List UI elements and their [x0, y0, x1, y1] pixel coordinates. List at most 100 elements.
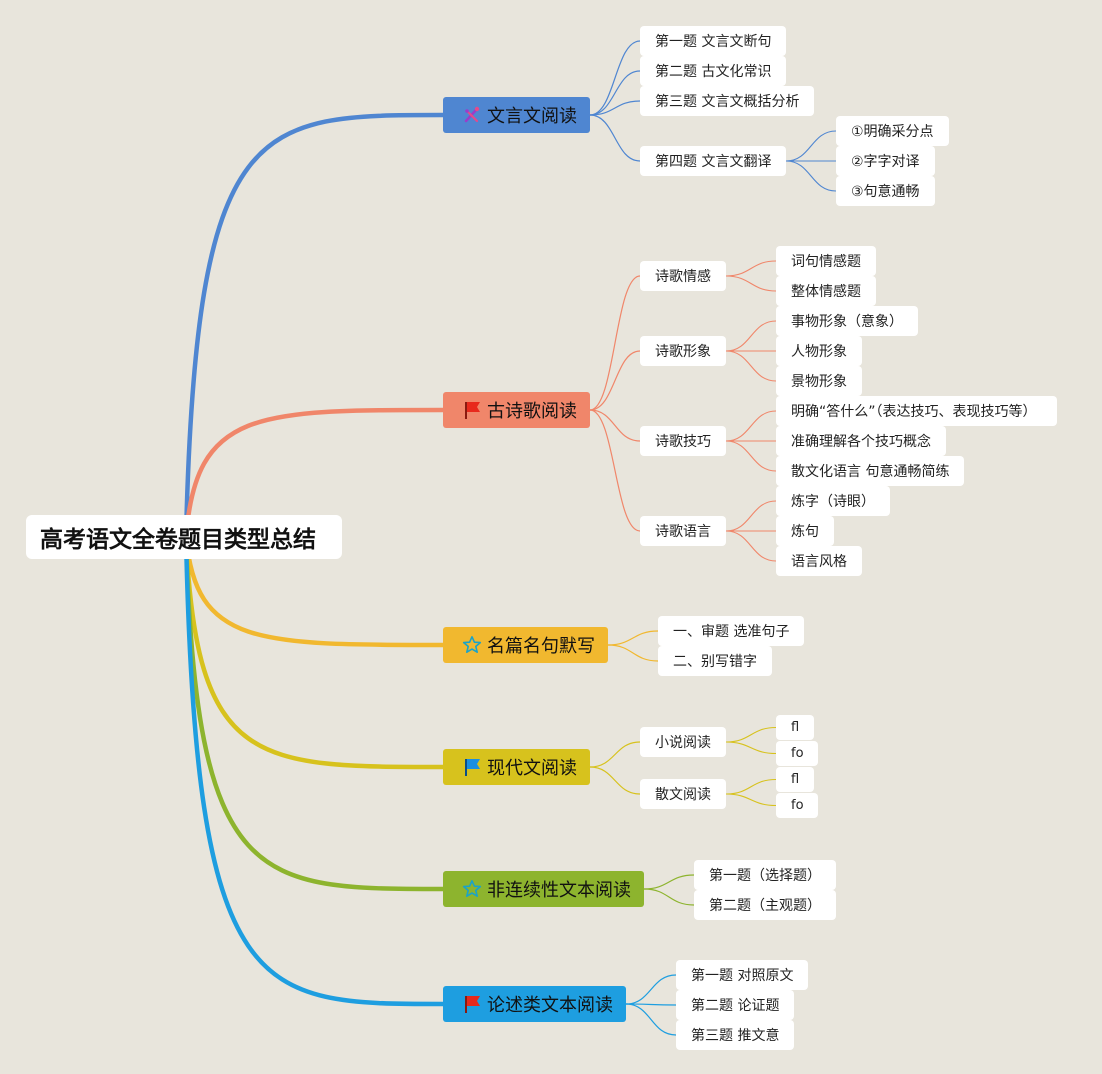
item-link: [607, 644, 659, 662]
subtopic-item[interactable]: ①明确采分点: [836, 116, 949, 146]
branch-label: 论述类文本阅读: [487, 995, 613, 1016]
blue-flag-icon: [461, 756, 483, 778]
subtopic-item[interactable]: 人物形象: [776, 336, 862, 366]
topic-item[interactable]: 第一题 对照原文: [676, 960, 808, 990]
item-link: [589, 409, 641, 532]
root-topic[interactable]: 高考语文全卷题目类型总结: [26, 515, 342, 559]
topic-item[interactable]: 诗歌形象: [640, 336, 726, 366]
topic-item-label: 第一题 文言文断句: [655, 34, 772, 50]
star-icon: [461, 878, 483, 900]
subitem-link: [725, 778, 777, 795]
subtopic-item[interactable]: 词句情感题: [776, 246, 876, 276]
subtopic-item[interactable]: 事物形象（意象）: [776, 306, 918, 336]
item-link: [589, 741, 641, 768]
root-topic-label: 高考语文全卷题目类型总结: [40, 527, 316, 553]
topic-item-label: 第二题 古文化常识: [655, 64, 772, 80]
item-link: [643, 874, 695, 890]
topic-item[interactable]: 第二题 论证题: [676, 990, 794, 1020]
topic-item-label: 第四题 文言文翻译: [655, 154, 772, 170]
topic-item[interactable]: 第二题 古文化常识: [640, 56, 786, 86]
subitem-link: [785, 160, 837, 192]
topic-item-label: 第一题 对照原文: [691, 968, 794, 984]
topic-item[interactable]: 第一题 文言文断句: [640, 26, 786, 56]
subitem-link: [725, 320, 777, 352]
subtopic-item[interactable]: 景物形象: [776, 366, 862, 396]
topic-item[interactable]: 第四题 文言文翻译: [640, 146, 786, 176]
topic-item-label: 一、审题 选准句子: [673, 624, 790, 640]
subtopic-item-label: 景物形象: [791, 374, 847, 390]
subtopic-item-label: fl: [791, 772, 800, 787]
subtopic-item[interactable]: 准确理解各个技巧概念: [776, 426, 946, 456]
subitem-link: [785, 130, 837, 162]
topic-item[interactable]: 诗歌语言: [640, 516, 726, 546]
subitem-link: [725, 793, 777, 807]
branch-b4[interactable]: 现代文阅读: [443, 749, 590, 785]
subtopic-item-label: ①明确采分点: [851, 124, 934, 140]
subtopic-item[interactable]: fo: [776, 741, 818, 766]
branch-b1[interactable]: 文言文阅读: [443, 97, 590, 133]
subtopic-item[interactable]: 散文化语言 句意通畅简练: [776, 456, 964, 486]
branch-b2[interactable]: 古诗歌阅读: [443, 392, 590, 428]
topic-item[interactable]: 诗歌情感: [640, 261, 726, 291]
red-flag-icon: [461, 399, 483, 421]
topic-item[interactable]: 二、别写错字: [658, 646, 772, 676]
subtopic-item[interactable]: fl: [776, 767, 814, 792]
subtopic-item-label: 炼字（诗眼）: [791, 494, 875, 510]
branch-link-b2: [183, 407, 446, 540]
branch-b3[interactable]: 名篇名句默写: [443, 627, 608, 663]
branch-label: 古诗歌阅读: [487, 401, 577, 422]
topic-item[interactable]: 小说阅读: [640, 727, 726, 757]
subtopic-item-label: 整体情感题: [791, 284, 861, 300]
subtopic-item-label: 准确理解各个技巧概念: [791, 434, 931, 450]
subitem-link: [725, 350, 777, 382]
branch-label: 现代文阅读: [487, 758, 577, 779]
subtopic-item-label: 人物形象: [791, 344, 847, 360]
subtopic-item[interactable]: 语言风格: [776, 546, 862, 576]
topic-item-label: 第一题（选择题）: [709, 868, 821, 884]
subitem-link: [725, 726, 777, 743]
topic-item[interactable]: 第三题 文言文概括分析: [640, 86, 814, 116]
branch-link-b5: [183, 534, 446, 892]
branch-b5[interactable]: 非连续性文本阅读: [443, 871, 644, 907]
topic-item-label: 诗歌情感: [655, 269, 711, 285]
topic-item-label: 第二题（主观题）: [709, 898, 821, 914]
subtopic-item[interactable]: fl: [776, 715, 814, 740]
subtopic-item-label: ②字字对译: [851, 154, 920, 170]
branch-link-b4: [183, 534, 446, 770]
topic-item-label: 诗歌语言: [655, 524, 711, 540]
subtopic-item[interactable]: 明确“答什么”（表达技巧、表现技巧等）: [776, 396, 1057, 426]
topic-item[interactable]: 诗歌技巧: [640, 426, 726, 456]
subtopic-item[interactable]: ③句意通畅: [836, 176, 935, 206]
subtopic-item[interactable]: 炼字（诗眼）: [776, 486, 890, 516]
item-link: [589, 70, 641, 116]
subtopic-item-label: fl: [791, 720, 800, 735]
branch-link-b6: [183, 534, 446, 1007]
subtopic-item[interactable]: 整体情感题: [776, 276, 876, 306]
red-flag-icon: [461, 993, 483, 1015]
star-icon: [461, 634, 483, 656]
item-link: [589, 100, 641, 116]
item-link: [589, 409, 641, 442]
topic-item-label: 第二题 论证题: [691, 998, 780, 1014]
topic-item-label: 二、别写错字: [673, 654, 757, 670]
item-link: [625, 974, 677, 1005]
subitem-link: [725, 500, 777, 532]
branch-label: 名篇名句默写: [487, 636, 595, 657]
topic-item[interactable]: 第二题（主观题）: [694, 890, 836, 920]
topic-item-label: 诗歌技巧: [655, 434, 711, 450]
item-link: [589, 40, 641, 116]
item-link: [589, 114, 641, 162]
branch-link-b1: [183, 112, 446, 540]
topic-item[interactable]: 第三题 推文意: [676, 1020, 794, 1050]
subtopic-item[interactable]: 炼句: [776, 516, 834, 546]
item-link: [589, 275, 641, 411]
topic-item[interactable]: 一、审题 选准句子: [658, 616, 804, 646]
subtopic-item[interactable]: ②字字对译: [836, 146, 935, 176]
topic-item[interactable]: 第一题（选择题）: [694, 860, 836, 890]
subtopic-item-label: ③句意通畅: [851, 184, 920, 200]
subtopic-item-label: 明确“答什么”（表达技巧、表现技巧等）: [791, 404, 1037, 420]
subtopic-item[interactable]: fo: [776, 793, 818, 818]
branch-b6[interactable]: 论述类文本阅读: [443, 986, 626, 1022]
topic-item-label: 散文阅读: [655, 787, 711, 803]
topic-item[interactable]: 散文阅读: [640, 779, 726, 809]
